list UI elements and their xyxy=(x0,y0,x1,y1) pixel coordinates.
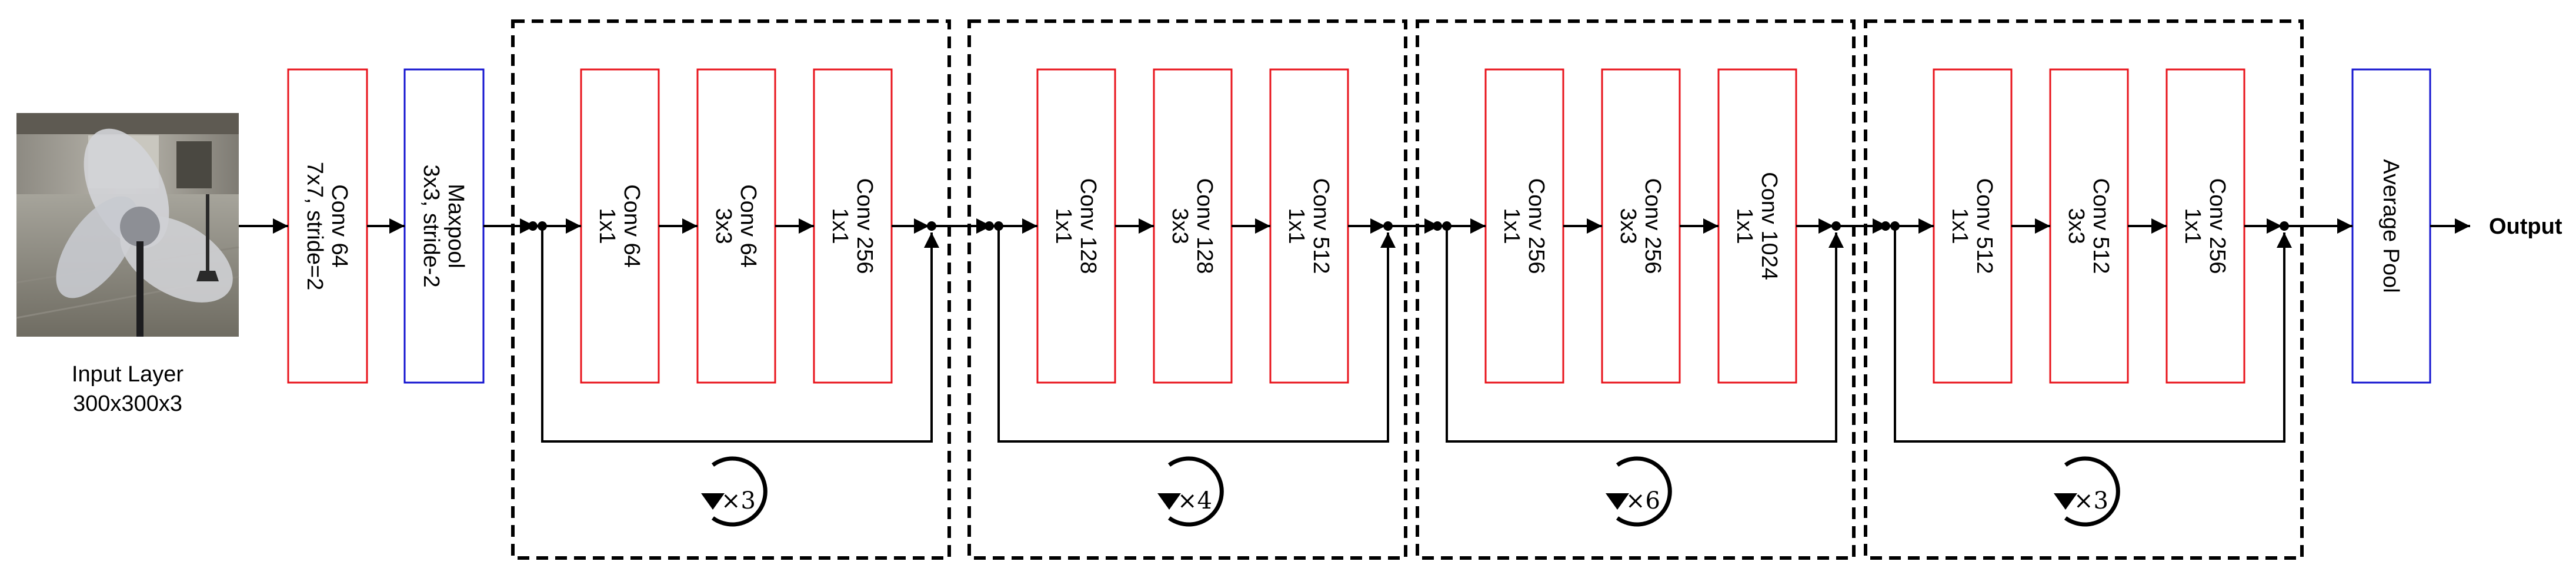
stage-3-block-1-label: Conv 256 1x1 xyxy=(1499,178,1549,274)
stage-1-skip-connection xyxy=(541,226,939,443)
svg-text:Conv 256: Conv 256 xyxy=(1524,178,1549,274)
stem-conv-label: Conv 64 7x7, stride=2 xyxy=(302,162,352,291)
svg-text:1x1: 1x1 xyxy=(595,208,619,244)
stage-2-conv-b-box xyxy=(1153,68,1233,384)
average-pool-label: Average Pool xyxy=(2378,159,2403,293)
stage-1-frame xyxy=(511,19,951,560)
stage-2-block-2-label: Conv 128 3x3 xyxy=(1167,178,1217,274)
junction-dots xyxy=(528,221,2289,231)
svg-text:Conv 512: Conv 512 xyxy=(2088,178,2113,274)
svg-text:3x3: 3x3 xyxy=(1616,208,1640,244)
stage-1-block-2-label: Conv 64 3x3 xyxy=(711,184,760,268)
input-layer-label: Input Layer xyxy=(72,362,183,387)
stem-maxpool-label: Maxpool 3x3, stride-2 xyxy=(419,164,468,287)
stage-4-block-2-label: Conv 512 3x3 xyxy=(2064,178,2113,274)
stage-4-conv-c-box xyxy=(2165,68,2245,384)
svg-text:Conv 128: Conv 128 xyxy=(1076,178,1100,274)
svg-text:Conv 512: Conv 512 xyxy=(1309,178,1333,274)
skip-connections xyxy=(541,226,2292,443)
stage-4-block-1-label: Conv 512 1x1 xyxy=(1947,178,1997,274)
svg-text:1x1: 1x1 xyxy=(2180,208,2205,244)
stage-3-frame xyxy=(1416,19,1856,560)
stage-2-repeat-icon xyxy=(1167,456,1224,527)
stage-frames xyxy=(511,19,2304,560)
svg-text:1x1: 1x1 xyxy=(827,208,852,244)
stage-3-block-2-label: Conv 256 3x3 xyxy=(1616,178,1665,274)
output-label: Output xyxy=(2489,214,2562,239)
stage-2-conv-a-box xyxy=(1036,68,1116,384)
stage-2-block-3-label: Conv 512 1x1 xyxy=(1284,178,1333,274)
svg-text:3x3: 3x3 xyxy=(1167,208,1192,244)
svg-text:1x1: 1x1 xyxy=(1051,208,1076,244)
stage-4-repeat-count: ×3 xyxy=(2074,487,2108,514)
svg-text:Conv 1024: Conv 1024 xyxy=(1757,172,1781,280)
stage-4-skip-connection xyxy=(1894,226,2292,443)
stage-3-skip-connection xyxy=(1446,226,1844,443)
stage-2-skip-connection xyxy=(997,226,1396,443)
stage-4-repeat-icon xyxy=(2064,456,2120,527)
stage-1-repeat-icon xyxy=(711,456,768,527)
svg-text:1x1: 1x1 xyxy=(1947,208,1972,244)
stage-2-block-1-label: Conv 128 1x1 xyxy=(1051,178,1100,274)
svg-text:1x1: 1x1 xyxy=(1284,208,1309,244)
svg-text:Conv 64: Conv 64 xyxy=(327,184,352,268)
stage-3-repeat-icon xyxy=(1616,456,1672,527)
svg-text:Conv 128: Conv 128 xyxy=(1192,178,1217,274)
stage-2-frame xyxy=(967,19,1407,560)
stage-3-repeat-count: ×6 xyxy=(1626,487,1660,514)
stage-1-conv-a-box xyxy=(580,68,660,384)
stage-3-conv-a-box xyxy=(1484,68,1564,384)
stage-1-conv-b-box xyxy=(696,68,776,384)
stage-4-block-3-label: Conv 256 1x1 xyxy=(2180,178,2230,274)
stage-3-conv-b-box xyxy=(1601,68,1681,384)
stage-1-repeat-count: ×3 xyxy=(721,487,756,514)
svg-text:Average Pool: Average Pool xyxy=(2378,159,2403,293)
stage-1-block-1-label: Conv 64 1x1 xyxy=(595,184,644,268)
svg-text:3x3: 3x3 xyxy=(711,208,736,244)
svg-text:Conv 64: Conv 64 xyxy=(736,184,760,268)
stage-3-block-3-label: Conv 1024 1x1 xyxy=(1732,172,1781,280)
input-layer-shape-label: 300x300x3 xyxy=(73,391,182,416)
svg-text:1x1: 1x1 xyxy=(1732,208,1757,244)
stage-1-conv-c-box xyxy=(813,68,893,384)
svg-text:7x7, stride=2: 7x7, stride=2 xyxy=(302,162,327,291)
svg-text:Conv 256: Conv 256 xyxy=(2205,178,2230,274)
stage-2-repeat-count: ×4 xyxy=(1177,487,1212,514)
stage-4-frame xyxy=(1864,19,2304,560)
svg-text:Conv 64: Conv 64 xyxy=(619,184,644,268)
svg-text:1x1: 1x1 xyxy=(1499,208,1524,244)
svg-text:Conv 512: Conv 512 xyxy=(1972,178,1997,274)
svg-text:Maxpool: Maxpool xyxy=(443,184,468,268)
svg-text:Conv 256: Conv 256 xyxy=(852,178,877,274)
svg-text:Conv 256: Conv 256 xyxy=(1640,178,1665,274)
stage-3-conv-c-box xyxy=(1717,68,1797,384)
stage-1-block-3-label: Conv 256 1x1 xyxy=(827,178,877,274)
input-image xyxy=(16,113,239,337)
stage-2-conv-c-box xyxy=(1269,68,1349,384)
maxpool-box xyxy=(403,68,485,384)
svg-text:3x3, stride-2: 3x3, stride-2 xyxy=(419,164,443,287)
svg-text:3x3: 3x3 xyxy=(2064,208,2088,244)
